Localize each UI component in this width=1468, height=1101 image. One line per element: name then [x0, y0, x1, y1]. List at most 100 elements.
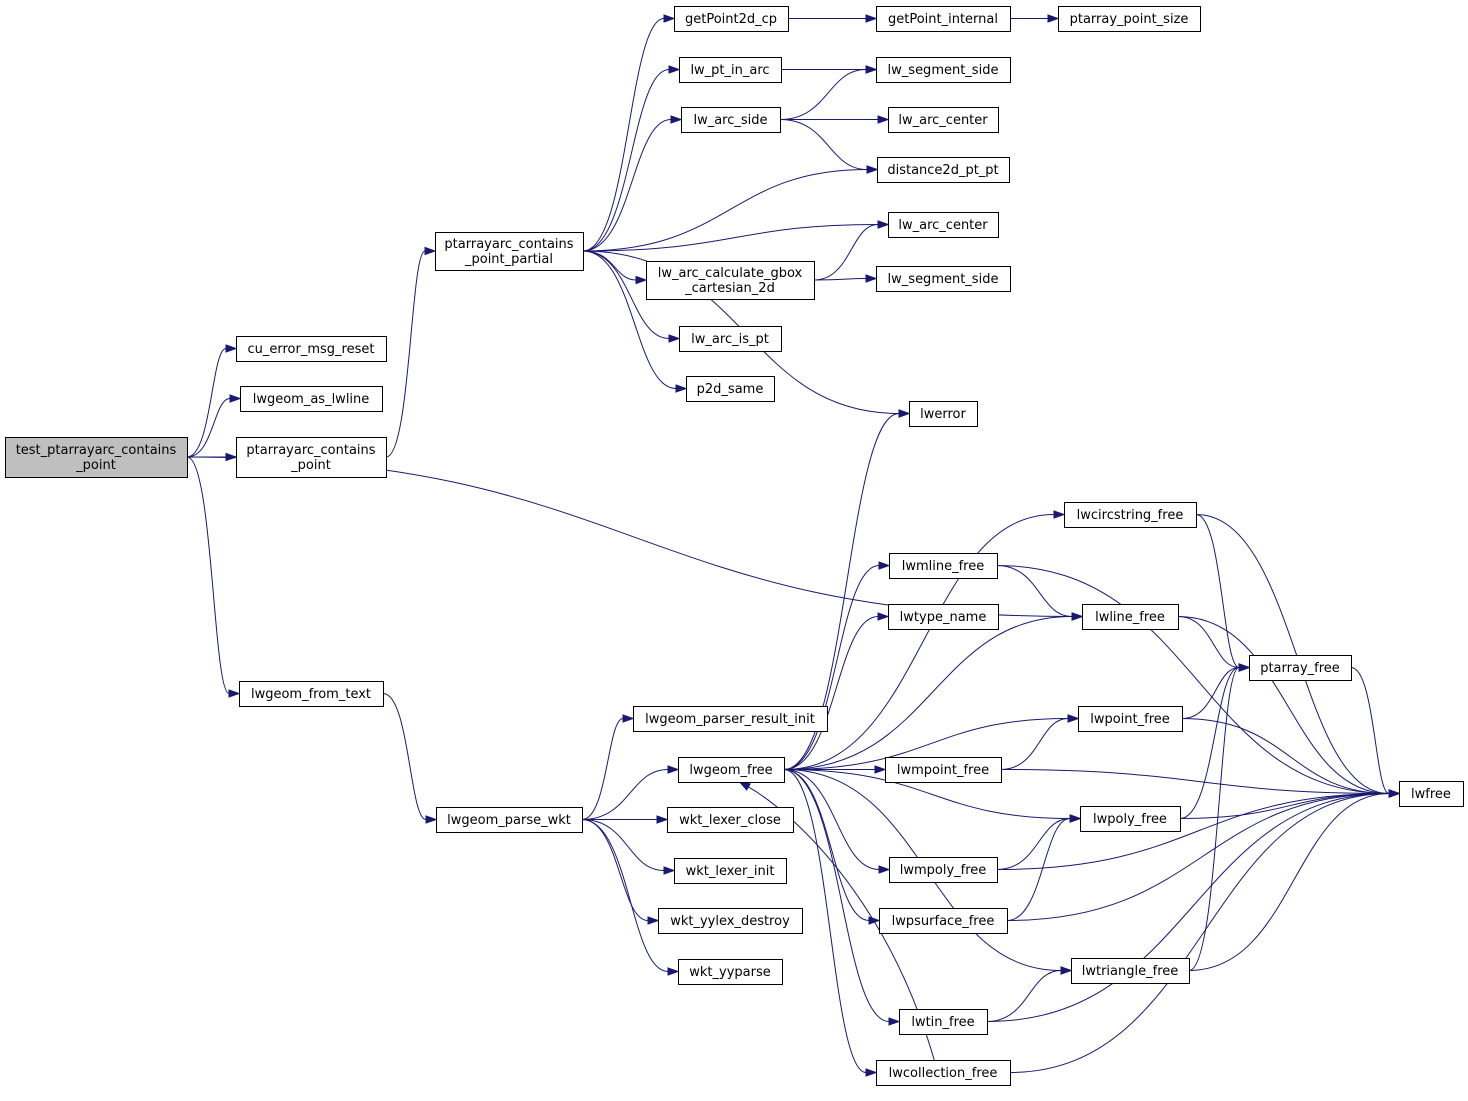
node-box[interactable] [5, 437, 188, 478]
arrowhead-icon [1388, 789, 1401, 798]
arrowhead-icon [1238, 663, 1251, 672]
node-lwpoint-free[interactable]: lwpoint_free [1078, 706, 1183, 732]
node-box[interactable] [679, 57, 782, 83]
node-lwtriangle-free[interactable]: lwtriangle_free [1071, 958, 1190, 984]
node-box[interactable] [240, 386, 383, 412]
node-box[interactable] [681, 107, 781, 133]
edge-lwgeom-free-to-lwpoint-free [783, 718, 1069, 770]
node-box[interactable] [646, 261, 815, 300]
node-box[interactable] [236, 437, 387, 478]
node-lwcollection-free[interactable]: lwcollection_free [876, 1060, 1011, 1086]
node-ptarrayarc-contains-point[interactable]: ptarrayarc_contains_point [236, 437, 387, 478]
node-label: lw_arc_calculate_gbox [658, 266, 803, 281]
node-box[interactable] [674, 6, 789, 32]
arrowhead-icon [865, 14, 878, 23]
node-box[interactable] [658, 908, 803, 934]
arrowhead-icon [1053, 510, 1066, 519]
node-lwpoly-free[interactable]: lwpoly_free [1080, 806, 1181, 832]
node-p2d-same[interactable]: p2d_same [686, 376, 775, 402]
node-box[interactable] [1399, 781, 1464, 807]
node-lwerror[interactable]: lwerror [909, 401, 978, 427]
node-box[interactable] [888, 212, 999, 238]
node-lwcircstring-free[interactable]: lwcircstring_free [1064, 502, 1197, 528]
node-box[interactable] [889, 553, 998, 579]
edge-lw-arc-calculate-gbox-cartesian-2d-to-lw-segment-side [813, 278, 867, 281]
node-label: lwpoint_free [1090, 712, 1170, 727]
node-getpoint2d-cp[interactable]: getPoint2d_cp [674, 6, 789, 32]
node-label: lwtype_name [900, 610, 987, 625]
node-lw-arc-center[interactable]: lw_arc_center [888, 212, 999, 238]
node-box[interactable] [1064, 502, 1197, 528]
node-box[interactable] [888, 604, 999, 630]
node-box[interactable] [876, 1060, 1011, 1086]
node-box[interactable] [1249, 655, 1352, 681]
node-box[interactable] [679, 326, 782, 352]
node-box[interactable] [633, 706, 828, 732]
node-lw-arc-calculate-gbox-cartesian-2d[interactable]: lw_arc_calculate_gbox_cartesian_2d [646, 261, 815, 300]
node-box[interactable] [888, 107, 999, 133]
node-lwgeom-as-lwline[interactable]: lwgeom_as_lwline [240, 386, 383, 412]
node-lw-arc-center[interactable]: lw_arc_center [888, 107, 999, 133]
node-box[interactable] [1080, 806, 1181, 832]
node-box[interactable] [1082, 604, 1179, 630]
node-box[interactable] [1071, 958, 1190, 984]
node-box[interactable] [436, 807, 583, 833]
node-box[interactable] [1058, 6, 1201, 32]
node-wkt-yylex-destroy[interactable]: wkt_yylex_destroy [658, 908, 803, 934]
node-box[interactable] [1078, 706, 1183, 732]
node-box[interactable] [899, 1009, 988, 1035]
edge-test-ptarrayarc-contains-point-to-lwgeom-as-lwline [186, 398, 231, 458]
node-box[interactable] [877, 157, 1010, 183]
node-cu-error-msg-reset[interactable]: cu_error_msg_reset [236, 336, 387, 362]
node-box[interactable] [674, 858, 787, 884]
node-lwgeom-parse-wkt[interactable]: lwgeom_parse_wkt [436, 807, 583, 833]
node-lw-segment-side[interactable]: lw_segment_side [876, 266, 1011, 292]
node-lwfree[interactable]: lwfree [1399, 781, 1464, 807]
node-label: lw_arc_center [898, 218, 988, 233]
node-lw-pt-in-arc[interactable]: lw_pt_in_arc [679, 57, 782, 83]
node-lw-arc-is-pt[interactable]: lw_arc_is_pt [679, 326, 782, 352]
node-lw-segment-side[interactable]: lw_segment_side [876, 57, 1011, 83]
node-box[interactable] [667, 807, 794, 833]
node-lwline-free[interactable]: lwline_free [1082, 604, 1179, 630]
node-box[interactable] [889, 857, 998, 883]
node-lwgeom-from-text[interactable]: lwgeom_from_text [239, 681, 384, 707]
node-box[interactable] [236, 336, 387, 362]
node-distance2d-pt-pt[interactable]: distance2d_pt_pt [877, 157, 1010, 183]
node-box[interactable] [678, 959, 783, 985]
node-box[interactable] [239, 681, 384, 707]
node-label: _point_partial [464, 252, 553, 267]
node-lwtin-free[interactable]: lwtin_free [899, 1009, 988, 1035]
node-box[interactable] [686, 376, 775, 402]
node-label: lw_pt_in_arc [690, 63, 769, 78]
node-lwmpoly-free[interactable]: lwmpoly_free [889, 857, 998, 883]
node-label: lwpsurface_free [892, 914, 995, 929]
node-ptarrayarc-contains-point-partial[interactable]: ptarrayarc_contains_point_partial [435, 232, 584, 271]
node-wkt-yyparse[interactable]: wkt_yyparse [678, 959, 783, 985]
node-lwgeom-parser-result-init[interactable]: lwgeom_parser_result_init [633, 706, 828, 732]
node-ptarray-free[interactable]: ptarray_free [1249, 655, 1352, 681]
node-box[interactable] [876, 6, 1011, 32]
node-getpoint-internal[interactable]: getPoint_internal [876, 6, 1011, 32]
node-lwtype-name[interactable]: lwtype_name [888, 604, 999, 630]
node-box[interactable] [876, 57, 1011, 83]
node-lwmline-free[interactable]: lwmline_free [889, 553, 998, 579]
node-label: lwgeom_free [689, 763, 772, 778]
node-box[interactable] [909, 401, 978, 427]
node-wkt-lexer-init[interactable]: wkt_lexer_init [674, 858, 787, 884]
node-lwmpoint-free[interactable]: lwmpoint_free [885, 757, 1002, 783]
edge-lwgeom-free-to-lwcircstring-free [783, 514, 1055, 770]
node-ptarray-point-size[interactable]: ptarray_point_size [1058, 6, 1201, 32]
node-box[interactable] [885, 757, 1002, 783]
node-box[interactable] [435, 232, 584, 271]
node-box[interactable] [678, 757, 785, 783]
node-lw-arc-side[interactable]: lw_arc_side [681, 107, 781, 133]
node-lwpsurface-free[interactable]: lwpsurface_free [879, 908, 1008, 934]
node-box[interactable] [879, 908, 1008, 934]
node-box[interactable] [876, 266, 1011, 292]
node-lwgeom-free[interactable]: lwgeom_free [678, 757, 785, 783]
node-test-ptarrayarc-contains-point[interactable]: test_ptarrayarc_contains_point [5, 437, 188, 478]
edge-ptarrayarc-contains-point-partial-to-distance2d-pt-pt [582, 169, 868, 252]
node-wkt-lexer-close[interactable]: wkt_lexer_close [667, 807, 794, 833]
